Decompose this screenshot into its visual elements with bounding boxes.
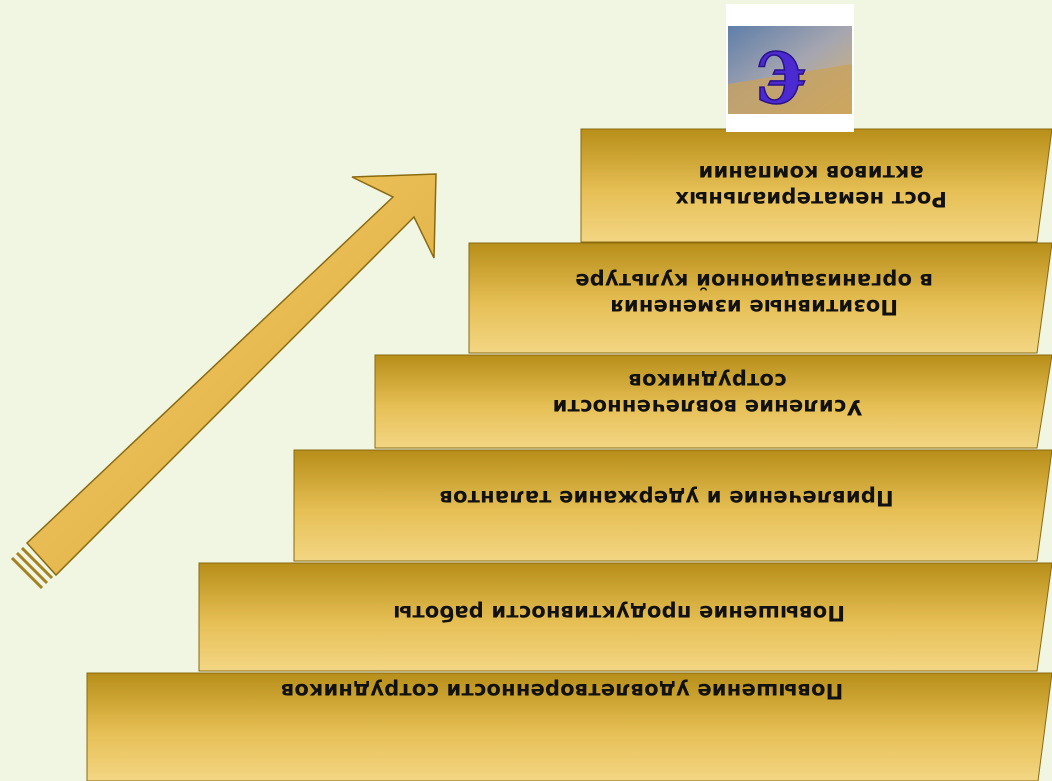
step-4-label: Усиление вовлеченности сотрудников — [552, 369, 863, 419]
step-1-shape — [86, 672, 1052, 781]
step-6-label: Рост нематериальных активов компании — [675, 161, 947, 211]
step-4-shape — [374, 354, 1052, 449]
step-5-label: Позитивные изменения в организационной к… — [575, 269, 933, 319]
step-3-label: Привлечение и удержание талантов — [439, 486, 894, 510]
growth-arrow-icon — [10, 173, 437, 590]
euro-picture: € — [726, 4, 854, 132]
step-5-shape — [468, 242, 1052, 354]
step-2-label: Повышение продуктивности работы — [393, 601, 845, 625]
step-6-shape — [580, 128, 1052, 243]
step-1-label: Повышение удовлетворенности сотрудников — [280, 679, 844, 703]
euro-icon: € — [728, 26, 852, 114]
svg-text:€: € — [756, 35, 806, 114]
step-2-shape — [198, 562, 1052, 672]
step-3-shape — [293, 449, 1052, 562]
